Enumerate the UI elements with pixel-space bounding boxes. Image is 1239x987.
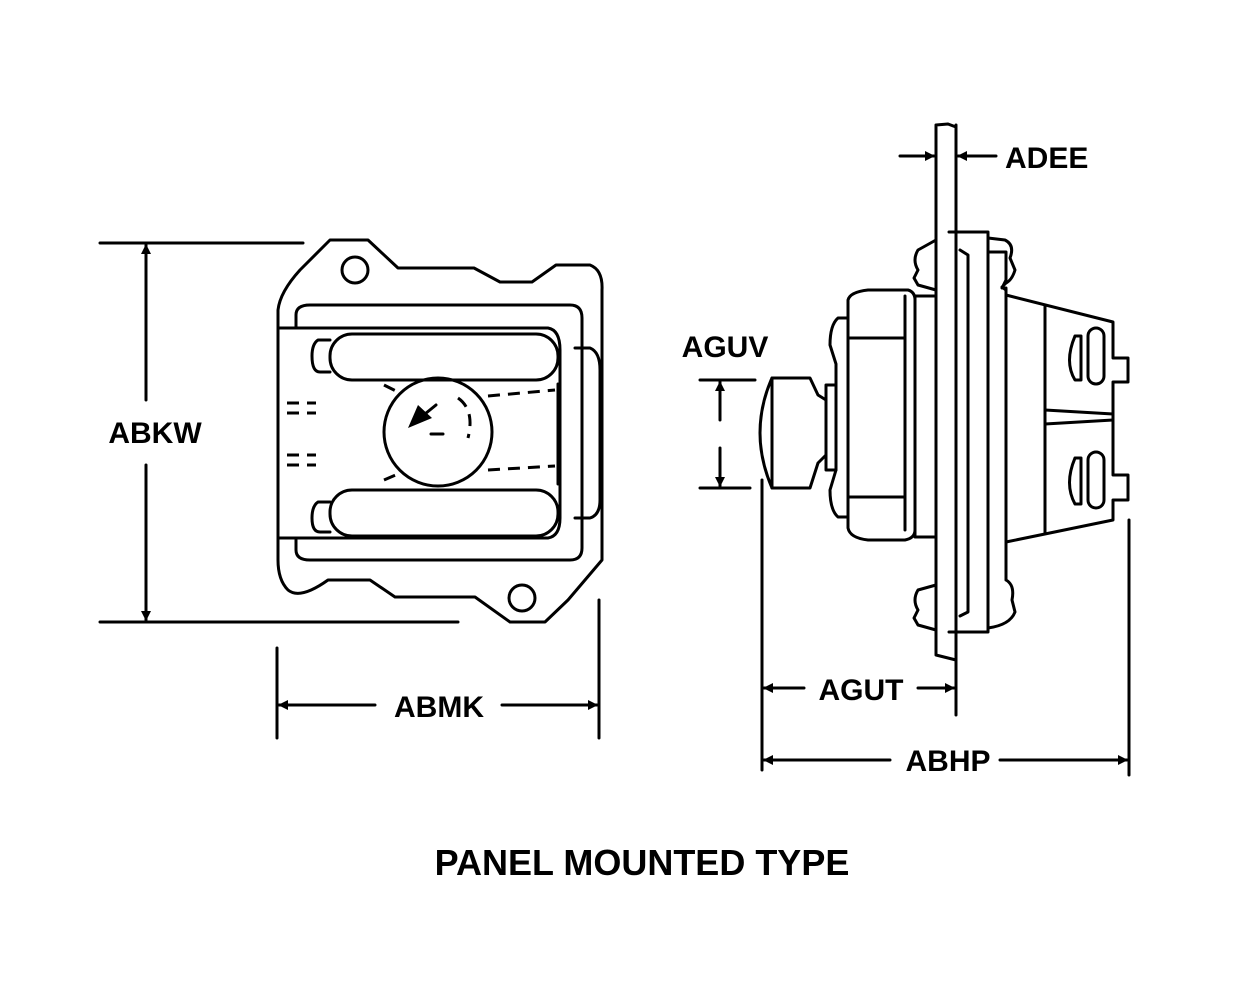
rotation-arrow-icon (408, 405, 432, 428)
upper-slot-lip (310, 338, 332, 374)
front-inner-frame (294, 303, 584, 562)
hidden-line-upper (487, 388, 556, 398)
upper-bolt (986, 236, 1017, 297)
dim-adee: ADEE (898, 142, 1088, 175)
lower-bolt (986, 293, 1017, 630)
front-plate (276, 326, 562, 540)
label-abkw: ABKW (108, 417, 202, 450)
hidden-line-ll (383, 472, 399, 482)
dim-aguv: AGUV (682, 331, 769, 490)
side-view (758, 122, 1130, 662)
label-agut: AGUT (819, 674, 904, 707)
rear-flange (947, 230, 990, 634)
rear-flange-inner (958, 248, 970, 618)
side-tab (573, 346, 602, 520)
dim-abkw: ABKW (98, 241, 460, 624)
hidden-line-ul (383, 383, 399, 394)
front-nut-lugs (912, 238, 938, 632)
bushing (913, 294, 938, 539)
mount-hole-bottom (507, 583, 537, 613)
lower-slot (328, 488, 560, 538)
rotary-knob-face (382, 376, 494, 488)
screw-lower (1068, 456, 1083, 506)
terminal-block (1004, 293, 1130, 544)
mounting-panel (934, 122, 958, 662)
vent-marks (287, 401, 316, 467)
front-outer-flange (276, 238, 604, 624)
knob (758, 376, 828, 490)
label-aguv: AGUV (682, 331, 769, 364)
hidden-line-lower (487, 464, 556, 472)
label-abmk: ABMK (394, 691, 484, 724)
upper-slot (328, 332, 560, 382)
dim-abmk: ABMK (275, 598, 601, 740)
screw-upper (1068, 334, 1083, 382)
front-nut (846, 288, 917, 542)
label-adee: ADEE (1005, 142, 1088, 175)
label-abhp: ABHP (905, 745, 990, 778)
terminal-upper (1086, 326, 1106, 386)
dim-abhp: ABHP (762, 518, 1131, 778)
front-view (276, 238, 604, 624)
lower-slot-lip (310, 500, 332, 534)
dim-agut: AGUT (760, 478, 958, 772)
mount-hole-top (340, 255, 370, 285)
rotation-path (457, 396, 472, 439)
drawing-title: PANEL MOUNTED TYPE (435, 842, 850, 883)
nut-lugs (828, 316, 850, 519)
terminal-center (1043, 408, 1115, 426)
terminal-lower (1086, 450, 1106, 510)
